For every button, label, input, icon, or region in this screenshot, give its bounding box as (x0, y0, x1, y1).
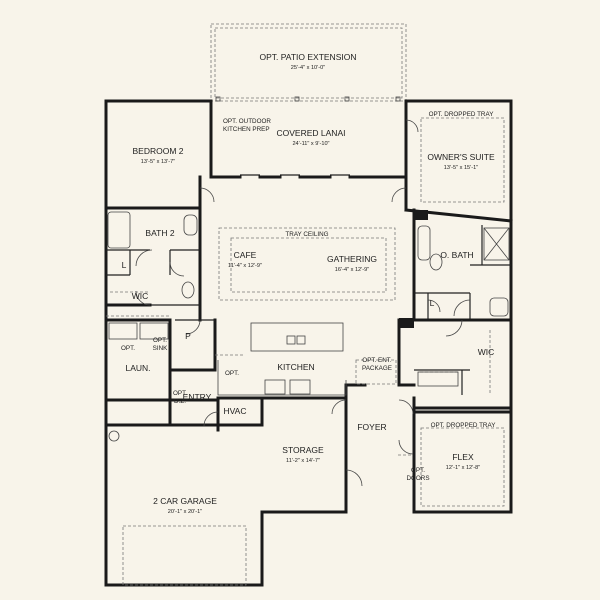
labels: OPT. PATIO EXTENSION 25'-4" x 10'-0" COV… (121, 52, 496, 515)
water-heater (108, 430, 120, 442)
rear-family-wall (209, 174, 408, 179)
linen-label: L (430, 298, 435, 308)
owners-suite-dimension: 13'-5" x 15'-1" (444, 165, 478, 171)
ent-package-label-2: PACKAGE (362, 365, 392, 372)
opt-dz-label-2: D.Z. (174, 398, 186, 405)
patio-extension-outline (210, 23, 407, 102)
gathering-dimension: 16'-4" x 12'-9" (335, 267, 369, 273)
opt-sink-label-2: SINK (153, 345, 168, 352)
bath2-label: BATH 2 (145, 228, 174, 238)
patio-dimension: 25'-4" x 10'-0" (291, 65, 325, 71)
opt-doors-label-1: OPT. (411, 467, 425, 474)
storage-label: STORAGE (282, 445, 324, 455)
garage-door-outline (122, 525, 247, 586)
storage-dimension: 11'-2" x 14'-7" (286, 458, 320, 464)
pantry-label: P (185, 331, 191, 341)
foyer-label: FOYER (357, 422, 386, 432)
dashed-outlines (106, 117, 505, 586)
flex-tray-label: OPT. DROPPED TRAY (431, 422, 497, 429)
interior-walls (104, 175, 513, 432)
obath-label: O. BATH (440, 250, 473, 260)
outdoor-kitchen-label-1: OPT. OUTDOOR (223, 118, 271, 125)
lanai-label: COVERED LANAI (277, 128, 346, 138)
opt-kitchen-label: OPT. (225, 370, 239, 377)
lanai-dimension: 24'-11" x 9'-10" (292, 141, 329, 147)
opt-dz-label-1: OPT. (173, 390, 187, 397)
cafe-dimension: 11'-4" x 12'-9" (228, 263, 262, 269)
garage-label: 2 CAR GARAGE (153, 496, 217, 506)
kitchen-island (250, 322, 344, 352)
flex-dimension: 12'-1" x 12'-8" (446, 465, 480, 471)
linen-label: L (122, 260, 127, 270)
entry-label: ENTRY (183, 392, 212, 402)
patio-post (395, 96, 401, 102)
patio-post (215, 96, 221, 102)
opt-sink-label-1: OPT. (153, 337, 167, 344)
wic-left-label: WIC (132, 291, 149, 301)
garage-dimension: 20'-1" x 20'-1" (168, 509, 202, 515)
cafe-label: CAFE (234, 250, 257, 260)
bedroom2-label: BEDROOM 2 (132, 146, 183, 156)
ent-package-outline (355, 359, 397, 385)
hvac-label: HVAC (224, 406, 247, 416)
bedroom2-dimension: 13'-5" x 13'-7" (141, 159, 175, 165)
column (414, 210, 428, 220)
flex-label: FLEX (452, 452, 474, 462)
owners-tray-label: OPT. DROPPED TRAY (429, 111, 495, 118)
laundry-label: LAUN. (125, 363, 150, 373)
fixtures (107, 211, 510, 396)
patio-post (294, 96, 300, 102)
door-swings (135, 119, 471, 487)
column (399, 318, 414, 328)
tray-ceiling-outline (218, 227, 396, 301)
owners-suite-label: OWNER'S SUITE (427, 152, 495, 162)
patio-post (344, 96, 350, 102)
patio-label: OPT. PATIO EXTENSION (260, 52, 357, 62)
opt-doors-label-2: DOORS (406, 475, 429, 482)
ent-package-label-1: OPT. ENT. (362, 357, 392, 364)
flex-tray-outline (420, 427, 505, 507)
patio-extension-inner-outline (214, 27, 403, 99)
opt-label: OPT. (121, 345, 135, 352)
outdoor-kitchen-label-2: KITCHEN PREP (223, 126, 270, 133)
tray-ceiling-label: TRAY CEILING (285, 231, 328, 238)
gathering-label: GATHERING (327, 254, 377, 264)
wic-right-label: WIC (478, 347, 495, 357)
owners-tray-outline (420, 117, 505, 203)
kitchen-label: KITCHEN (277, 362, 314, 372)
tray-ceiling-inner (230, 237, 387, 293)
